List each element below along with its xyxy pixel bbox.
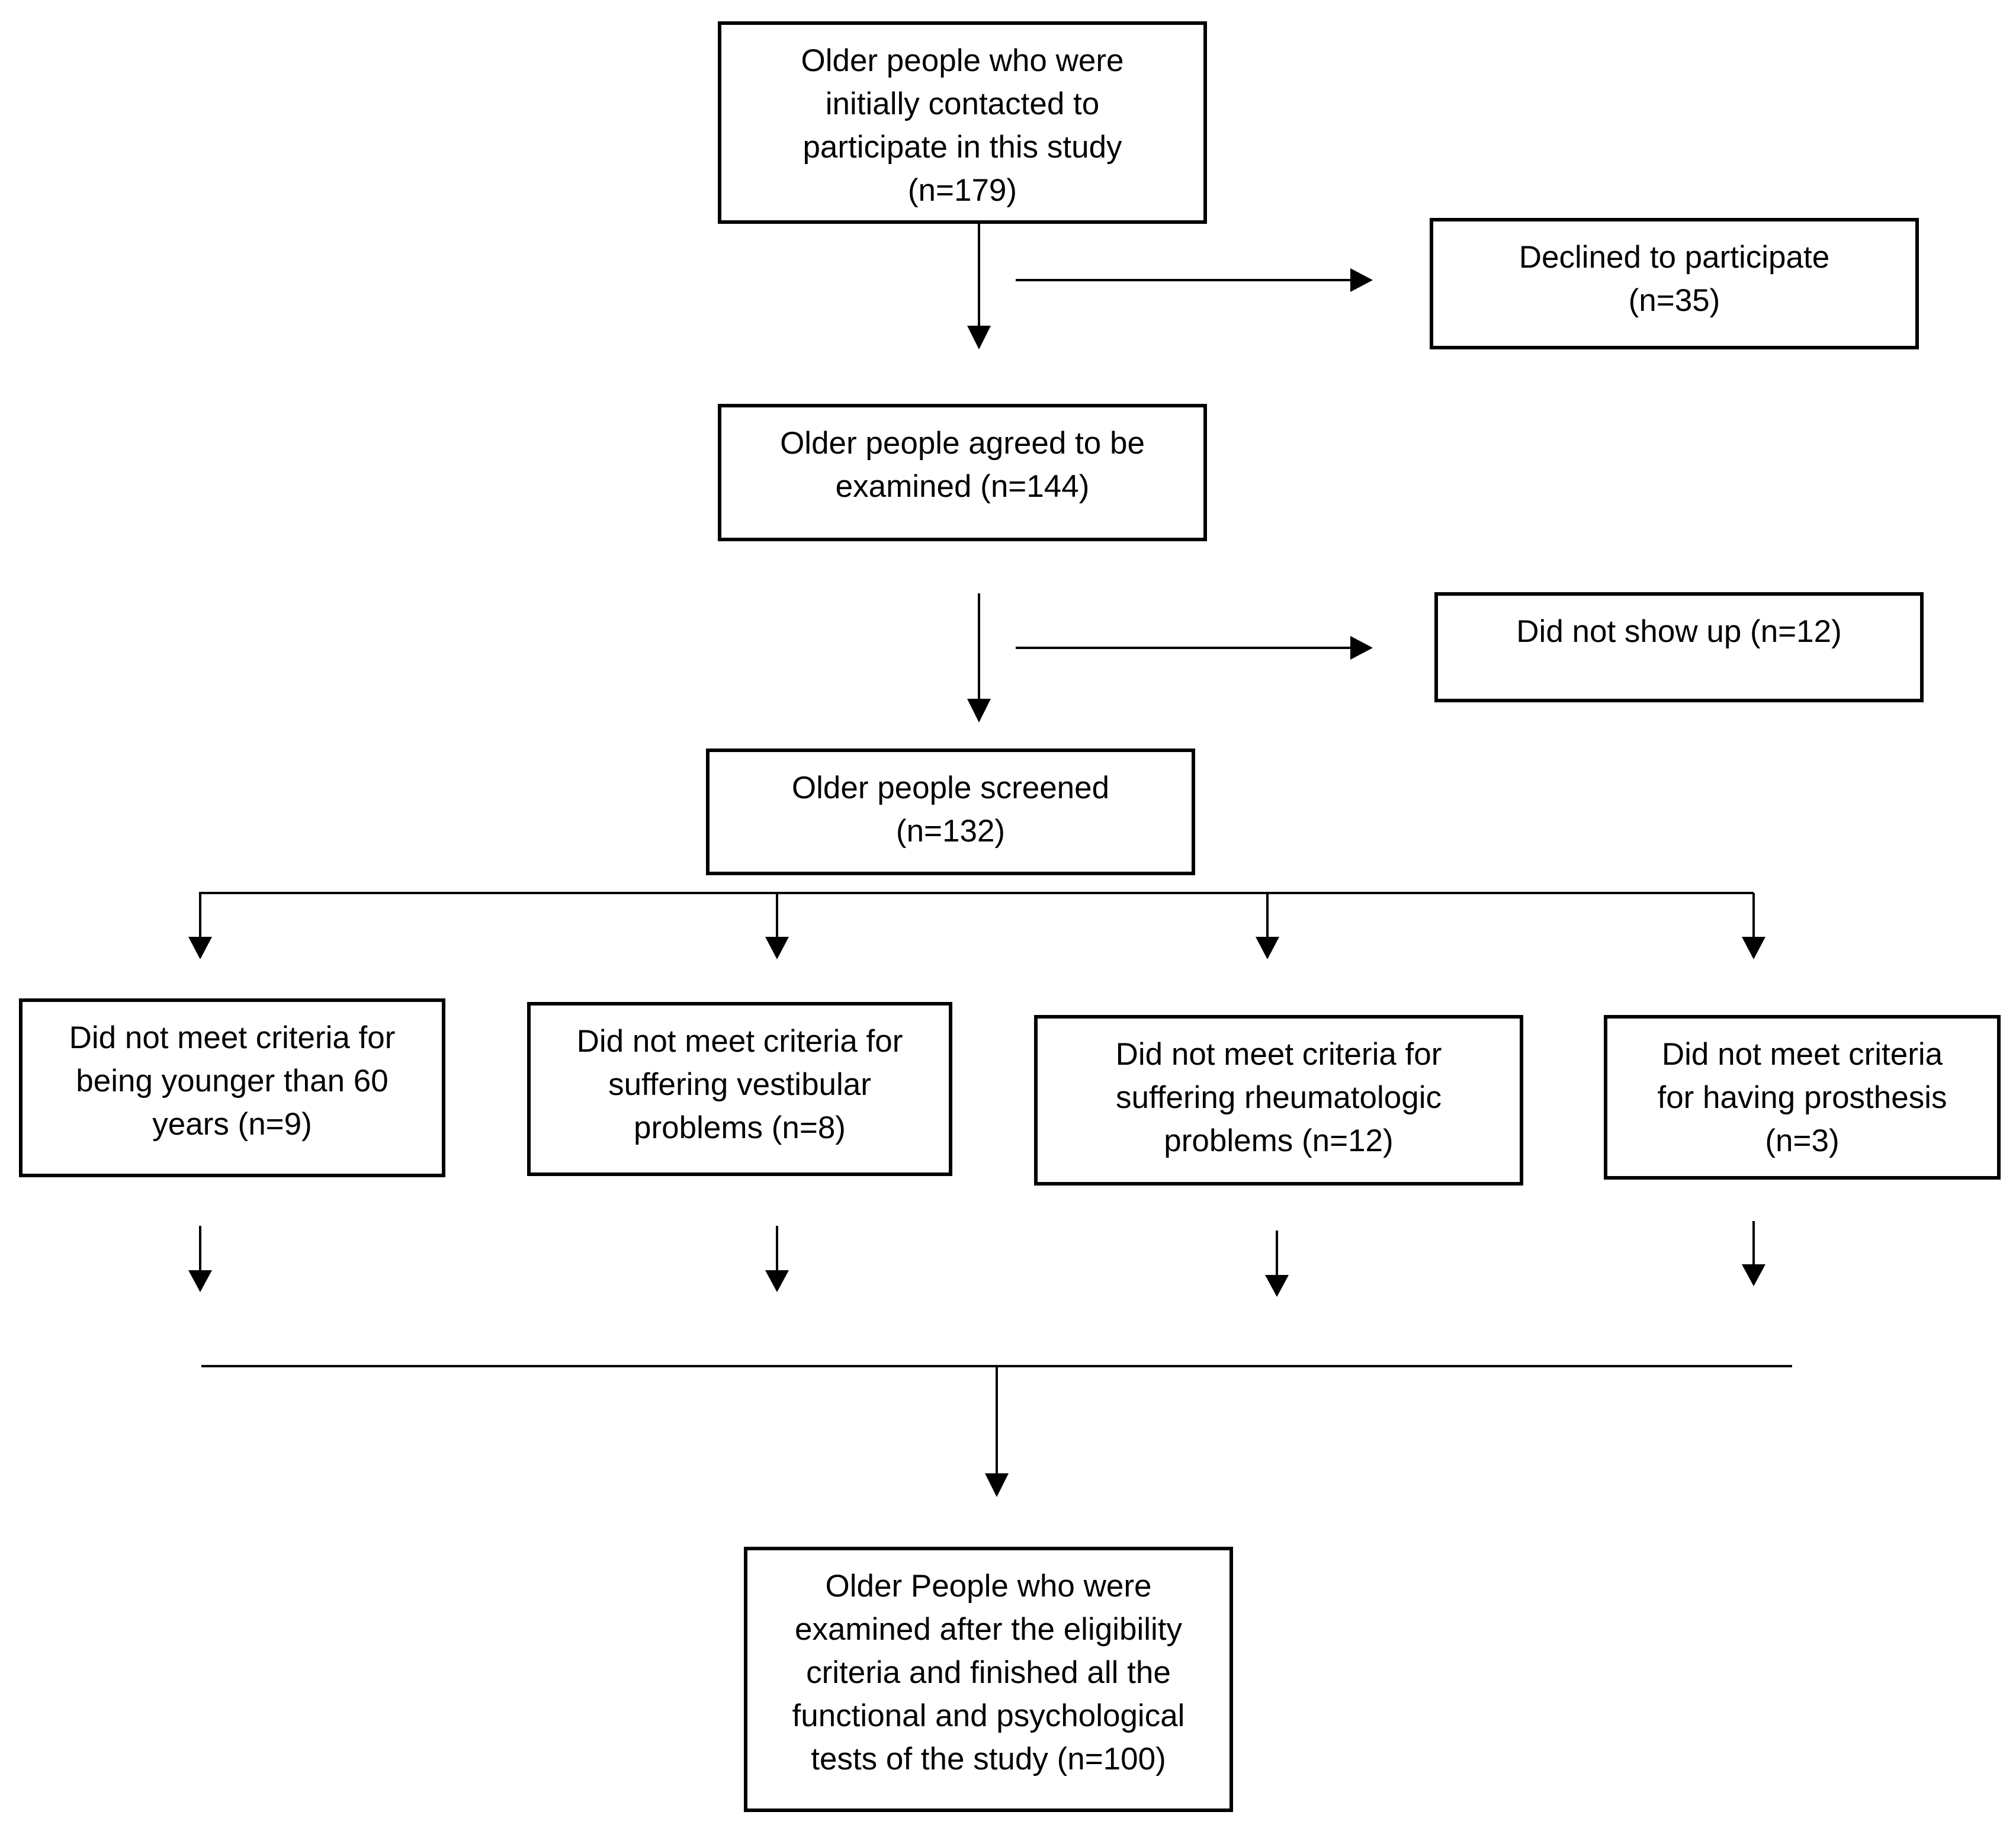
box-exclusion-prosthesis: Did not meet criteria for having prosthe…: [1604, 1015, 2001, 1180]
arrowhead-bottom-rheumatologic: [1265, 1275, 1289, 1297]
arrowhead-agreed: [967, 326, 991, 349]
box-contacted: Older people who were initially contacte…: [718, 21, 1207, 224]
box-agreed: Older people agreed to be examined (n=14…: [718, 404, 1207, 541]
arrowhead-top-vestibular: [765, 937, 789, 959]
box-exclusion-rheumatologic: Did not meet criteria for suffering rheu…: [1034, 1015, 1523, 1186]
box-no-show: Did not show up (n=12): [1434, 592, 1924, 702]
box-screened: Older people screened (n=132): [706, 749, 1195, 875]
box-agreed-text: Older people agreed to be examined (n=14…: [780, 426, 1145, 504]
box-final-text: Older People who were examined after the…: [792, 1569, 1185, 1777]
box-declined-text: Declined to participate (n=35): [1519, 240, 1830, 318]
box-declined: Declined to participate (n=35): [1430, 218, 1919, 349]
arrowhead-no-show: [1350, 636, 1373, 660]
box-contacted-text: Older people who were initially contacte…: [801, 43, 1124, 208]
box-exclusion-rheumatologic-text: Did not meet criteria for suffering rheu…: [1115, 1037, 1442, 1158]
box-exclusion-vestibular: Did not meet criteria for suffering vest…: [527, 1002, 952, 1176]
arrowhead-screened: [967, 699, 991, 722]
box-exclusion-age-text: Did not meet criteria for being younger …: [69, 1020, 396, 1142]
box-no-show-text: Did not show up (n=12): [1516, 614, 1842, 649]
arrowhead-bottom-prosthesis: [1742, 1264, 1765, 1286]
arrowhead-top-rheumatologic: [1256, 937, 1279, 959]
box-exclusion-vestibular-text: Did not meet criteria for suffering vest…: [576, 1024, 903, 1145]
arrowhead-bottom-vestibular: [765, 1270, 789, 1292]
box-final: Older People who were examined after the…: [744, 1547, 1233, 1812]
arrowhead-declined: [1350, 268, 1373, 292]
box-exclusion-age: Did not meet criteria for being younger …: [19, 998, 445, 1177]
arrowhead-final: [985, 1473, 1009, 1497]
box-screened-text: Older people screened (n=132): [791, 770, 1110, 849]
arrowhead-bottom-age: [188, 1270, 212, 1292]
box-exclusion-prosthesis-text: Did not meet criteria for having prosthe…: [1657, 1037, 1947, 1158]
arrowhead-top-prosthesis: [1742, 937, 1765, 959]
arrowhead-top-age: [188, 937, 212, 959]
